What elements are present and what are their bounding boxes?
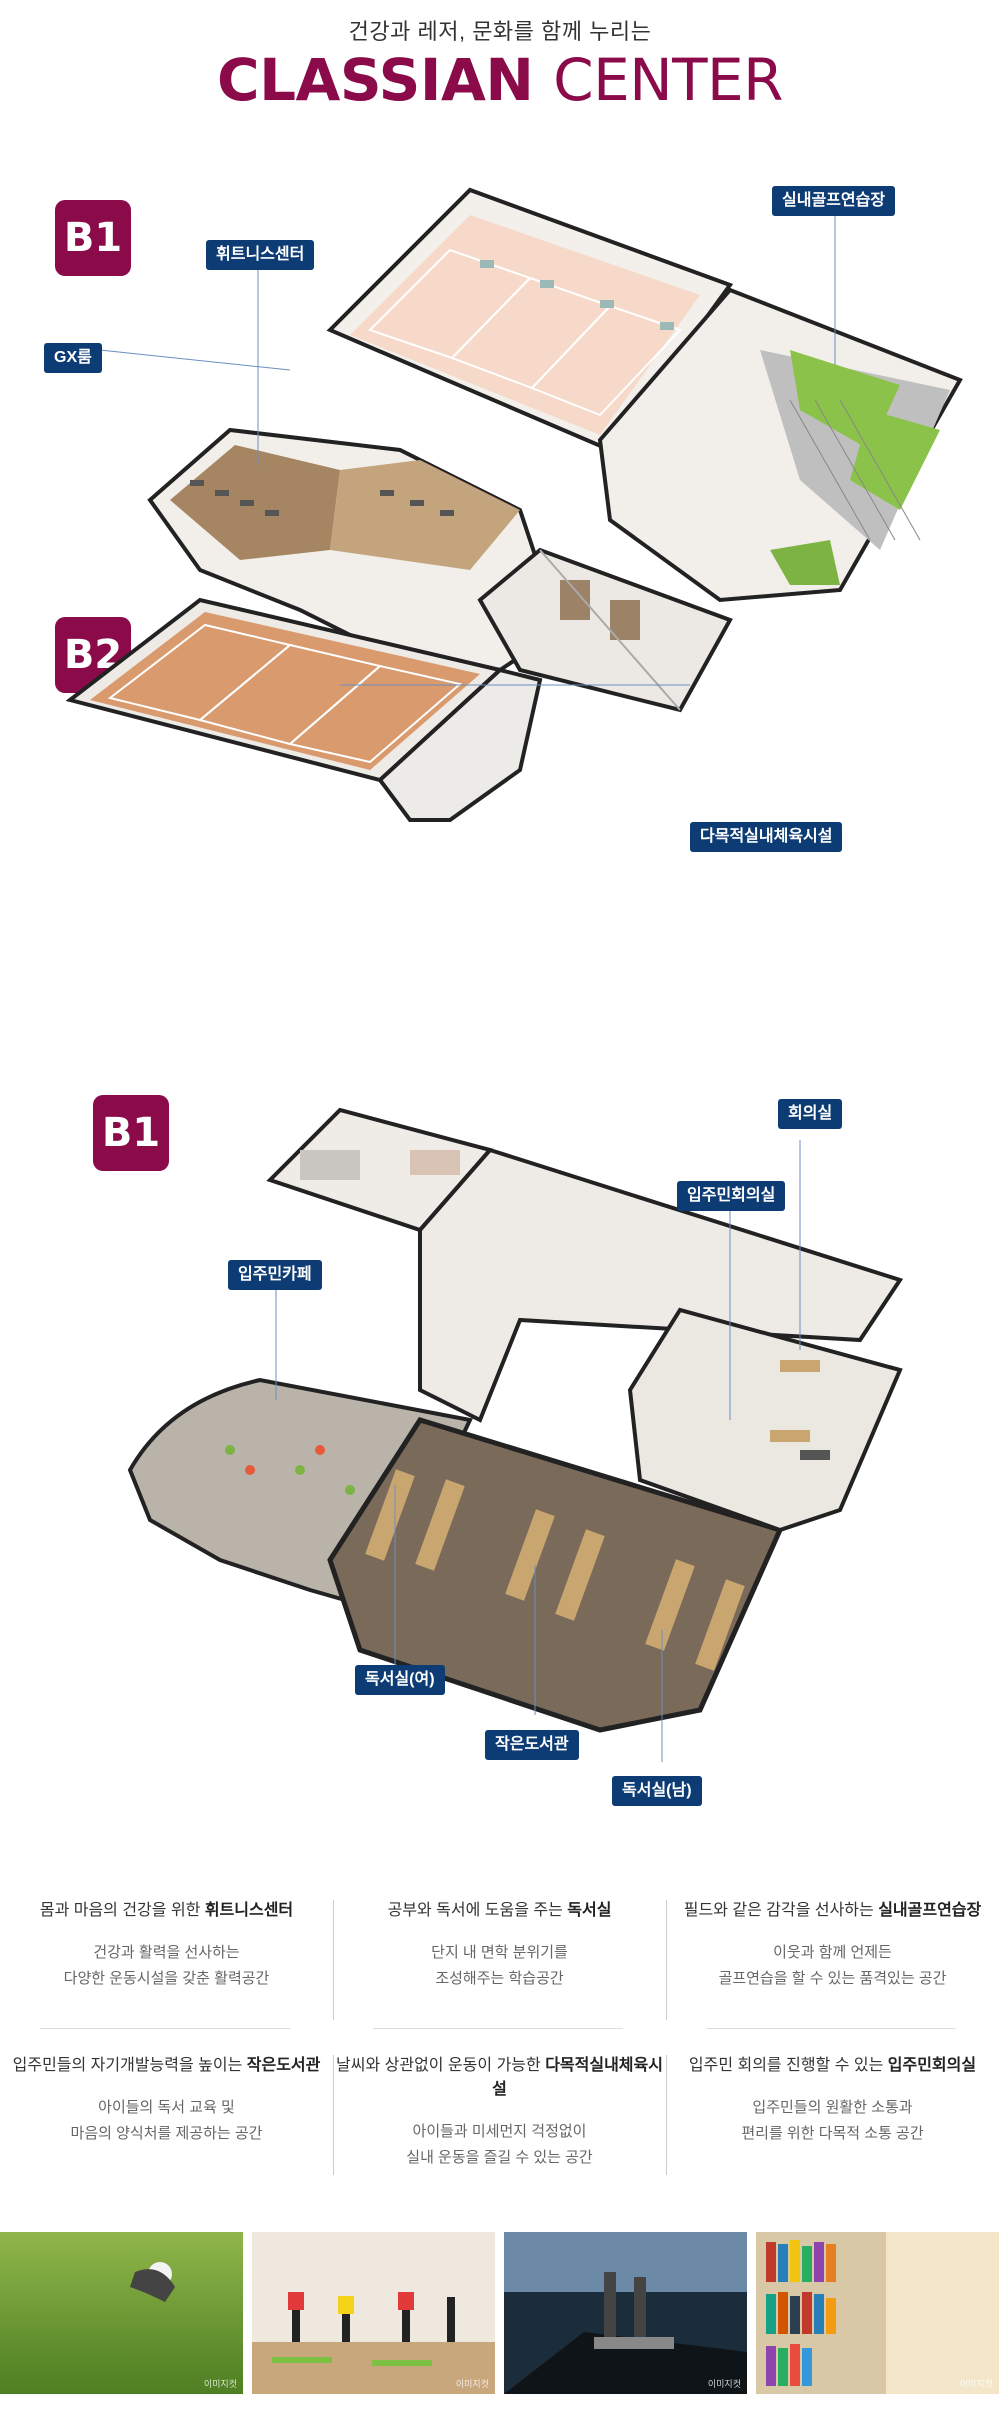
divider <box>666 1900 667 2020</box>
library-photo: 이미지컷 <box>756 2232 999 2394</box>
divider <box>706 2028 956 2029</box>
community-meeting-rooms <box>627 1307 903 1533</box>
b1-fitness-wing <box>147 427 563 673</box>
community-top-rooms <box>266 1107 494 1233</box>
treadmill-photo: 이미지컷 <box>504 2232 747 2394</box>
tag-resident-meeting-room: 입주민회의실 <box>677 1181 786 1211</box>
b1-main-corridor <box>597 287 963 603</box>
divider <box>40 2028 290 2029</box>
floor-plan-b1-community <box>127 1107 904 1762</box>
tag-fitness: 휘트니스센터 <box>206 240 315 270</box>
floor-badge-b1-community: B1 <box>93 1095 169 1171</box>
b1-gym-hall <box>326 187 734 453</box>
divider <box>373 2028 623 2029</box>
divider <box>333 1900 334 2020</box>
tag-meeting-room: 회의실 <box>778 1099 843 1129</box>
b1-lower-rooms <box>477 547 733 713</box>
tag-small-library: 작은도서관 <box>485 1730 579 1760</box>
divider <box>333 2055 334 2175</box>
floor-badge-b1: B1 <box>55 200 131 276</box>
title-bold: CLASSIAN <box>217 46 534 114</box>
tag-resident-cafe: 입주민카페 <box>228 1260 322 1290</box>
tag-gx: GX룸 <box>44 343 102 373</box>
divider <box>666 2055 667 2175</box>
floor-plan-b1-b2 <box>65 187 963 822</box>
feature-multipurpose: 날씨와 상관없이 운동이 가능한 다목적실내체육시설 아이들과 미세먼지 걱정없… <box>336 2057 663 2166</box>
yoga-photo: 이미지컷 <box>252 2232 495 2394</box>
page-header: 건강과 레저, 문화를 함께 누리는 CLASSIAN CENTER <box>0 0 1000 130</box>
page-title: CLASSIAN CENTER <box>0 46 1000 114</box>
golf-photo: 이미지컷 <box>0 2232 243 2394</box>
b2-sports-hall <box>65 597 543 822</box>
page-subtitle: 건강과 레저, 문화를 함께 누리는 <box>348 19 652 44</box>
community-library <box>327 1417 784 1733</box>
title-light: CENTER <box>553 46 783 114</box>
tag-reading-room-men: 독서실(남) <box>612 1776 702 1806</box>
tag-multipurpose: 다목적실내체육시설 <box>690 822 843 852</box>
tag-golf: 실내골프연습장 <box>772 186 896 216</box>
tag-reading-room-women: 독서실(여) <box>355 1665 445 1695</box>
